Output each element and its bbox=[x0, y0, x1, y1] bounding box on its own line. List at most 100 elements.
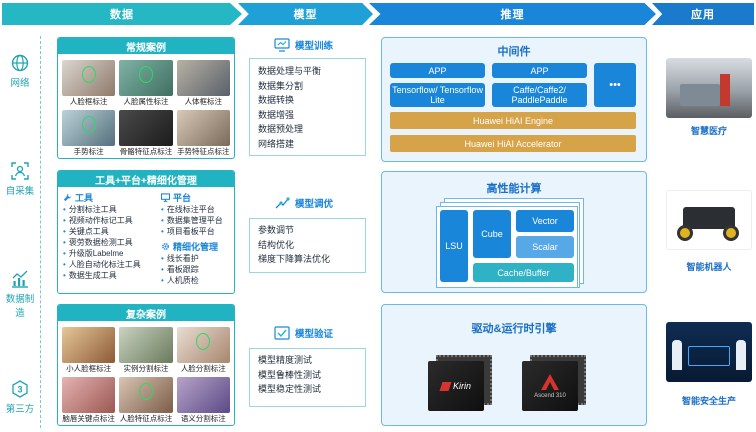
semantic-seg-photo bbox=[176, 377, 230, 413]
training-icon bbox=[274, 38, 290, 52]
list-item: 网络搭建 bbox=[258, 138, 295, 149]
header-data-stage: 数据 bbox=[2, 3, 242, 25]
app-caption: 智能安全生产 bbox=[681, 396, 736, 406]
tuning-icon bbox=[275, 197, 290, 209]
thumb-item: 小人脸框标注 bbox=[62, 327, 116, 375]
app-chip-1: APP bbox=[390, 63, 485, 78]
platform-subtitle: 平台 bbox=[161, 191, 235, 204]
platform-list: 在线标注平台 数据集管理平台 项目看板平台 bbox=[161, 204, 235, 237]
thumb-caption: 人脸框标注 bbox=[69, 97, 108, 106]
sidebar-item-self-collect: 自采集 bbox=[2, 162, 38, 197]
list-item: 参数调节 bbox=[258, 225, 295, 235]
validation-icon bbox=[274, 326, 290, 340]
list-item: 关键点工具 bbox=[63, 226, 157, 237]
model-tuning-label: 模型调优 bbox=[274, 196, 333, 210]
fine-mgmt-list: 线长看护 看板跟踪 人机质检 bbox=[161, 253, 235, 286]
ascend-chip-label: Ascend 310 bbox=[534, 393, 566, 399]
thumb-item: 脑唇关键点标注 bbox=[62, 377, 116, 425]
tools-subtitle: 工具 bbox=[63, 191, 157, 204]
wrench-icon bbox=[63, 193, 72, 202]
gesture-photo bbox=[62, 110, 116, 146]
model-training-label: 模型训练 bbox=[274, 38, 333, 52]
hand-keypoint-photo bbox=[176, 110, 230, 146]
sidebar-item-label: 数据制造 bbox=[5, 294, 35, 319]
person-scan-icon bbox=[11, 162, 29, 180]
sidebar-item-network: 网络 bbox=[2, 54, 38, 89]
sidebar-divider bbox=[40, 36, 41, 428]
compute-box: 高性能计算 LSU Cube Vector Scalar Cache/Buffe… bbox=[381, 171, 647, 293]
common-cases-grid: 人脸框标注 人脸属性标注 人体框标注 手势标注 骨骼特征点标注 手势特征点标注 bbox=[62, 60, 230, 158]
hiai-accelerator-bar: Huawei HiAI Accelerator bbox=[390, 135, 636, 152]
thumb-caption: 语义分割标注 bbox=[180, 414, 226, 423]
panel-title: 常规案例 bbox=[58, 38, 234, 54]
sidebar-item-label: 自采集 bbox=[5, 186, 35, 197]
thumb-caption: 脑唇关键点标注 bbox=[62, 414, 115, 423]
list-item: 视频动作标记工具 bbox=[63, 215, 157, 226]
thumb-item: 人体框标注 bbox=[176, 60, 230, 108]
middleware-title: 中间件 bbox=[497, 46, 531, 58]
vector-unit: Vector bbox=[516, 210, 574, 232]
list-item: 数据生成工具 bbox=[63, 270, 157, 281]
panel-title: 工具+平台+精细化管理 bbox=[58, 171, 234, 187]
tools-list: 分割标注工具 视频动作标记工具 关键点工具 褒劳数据检测工具 升级版Labelm… bbox=[63, 204, 157, 281]
header-application-stage: 应用 bbox=[652, 3, 754, 25]
face-landmark-photo bbox=[119, 377, 173, 413]
app-chip-2: APP bbox=[492, 63, 587, 78]
kirin-chip-label: Kirin bbox=[452, 381, 471, 391]
face-photo bbox=[119, 60, 173, 96]
cube-unit: Cube bbox=[473, 210, 511, 258]
tensorflow-chip: Tensorflow/ Tensorflow Lite bbox=[390, 83, 485, 107]
compute-title: 高性能计算 bbox=[486, 183, 542, 195]
list-item: 结构优化 bbox=[258, 239, 295, 250]
kirin-chip: Kirin bbox=[428, 355, 492, 411]
skeleton-photo bbox=[119, 110, 173, 146]
svg-text:3: 3 bbox=[17, 385, 22, 395]
kirin-logo-icon bbox=[439, 381, 452, 391]
list-item: 分割标注工具 bbox=[63, 204, 157, 215]
ascend-chip: Ascend 310 bbox=[522, 355, 586, 411]
street-photo bbox=[176, 60, 230, 96]
list-item: 模型精度测试 bbox=[258, 355, 313, 365]
thumb-item: 手势标注 bbox=[62, 110, 116, 158]
driver-runtime-title: 驱动&运行时引擎 bbox=[471, 323, 557, 335]
thumb-caption: 人脸特征点标注 bbox=[119, 414, 173, 423]
common-cases-panel: 常规案例 人脸框标注 人脸属性标注 人体框标注 手势标注 骨骼特征点标注 手势特… bbox=[57, 37, 235, 159]
list-item: 数据增强 bbox=[258, 109, 295, 120]
monitor-icon bbox=[161, 193, 170, 202]
app-caption: 智慧医疗 bbox=[690, 126, 727, 136]
platform-group: 平台 在线标注平台 数据集管理平台 项目看板平台 精细化管理 线长看护 看板跟踪… bbox=[161, 191, 235, 286]
list-item: 项目看板平台 bbox=[161, 226, 235, 237]
thumb-caption: 小人脸框标注 bbox=[66, 364, 112, 373]
thumb-caption: 手势特征点标注 bbox=[177, 147, 230, 156]
caffe-paddle-chip: Caffe/Caffe2/ PaddlePaddle bbox=[492, 83, 587, 107]
cache-buffer-unit: Cache/Buffer bbox=[473, 263, 574, 282]
ascend-logo-icon bbox=[541, 374, 559, 390]
list-item: 褒劳数据检测工具 bbox=[63, 237, 157, 248]
list-item: 数据集管理平台 bbox=[161, 215, 235, 226]
middleware-box: 中间件 APP APP Tensorflow/ Tensorflow Lite … bbox=[381, 37, 647, 162]
list-item: 在线标注平台 bbox=[161, 204, 235, 215]
tools-group: 工具 分割标注工具 视频动作标记工具 关键点工具 褒劳数据检测工具 升级版Lab… bbox=[63, 191, 157, 281]
thumb-caption: 手势标注 bbox=[73, 147, 104, 156]
list-item: 人脸自动化标注工具 bbox=[63, 259, 157, 270]
thumb-item: 人脸特征点标注 bbox=[119, 377, 173, 425]
sidebar-item-data-manufacture: 数据制造 bbox=[2, 270, 38, 319]
thumb-item: 手势特征点标注 bbox=[176, 110, 230, 158]
list-item: 升级版Labelme bbox=[63, 248, 157, 259]
badge-three-icon: 3 bbox=[12, 380, 28, 398]
gear-icon bbox=[162, 243, 169, 250]
model-training-box: 数据处理与平衡 数据集分割 数据转换 数据增强 数据预处理 网络搭建 bbox=[249, 58, 366, 156]
sidebar-item-label: 网络 bbox=[10, 78, 30, 89]
list-item: 看板跟踪 bbox=[161, 264, 235, 275]
list-item: 数据预处理 bbox=[258, 124, 304, 134]
thumb-caption: 人脸属性标注 bbox=[123, 97, 169, 106]
complex-cases-panel: 复杂案例 小人脸框标注 实例分割标注 人脸分割标注 脑唇关键点标注 人脸特征点标… bbox=[57, 304, 235, 426]
list-item: 人机质检 bbox=[161, 275, 235, 286]
thumb-caption: 人体框标注 bbox=[184, 97, 223, 106]
complex-cases-grid: 小人脸框标注 实例分割标注 人脸分割标注 脑唇关键点标注 人脸特征点标注 语义分… bbox=[62, 327, 230, 425]
chart-trend-icon bbox=[12, 270, 28, 288]
thumb-item: 人脸分割标注 bbox=[176, 327, 230, 375]
panel-title: 复杂案例 bbox=[58, 305, 234, 321]
model-validation-box: 模型精度测试 模型鲁棒性测试 模型稳定性测试 bbox=[249, 348, 366, 407]
model-validation-label: 模型验证 bbox=[274, 326, 333, 340]
